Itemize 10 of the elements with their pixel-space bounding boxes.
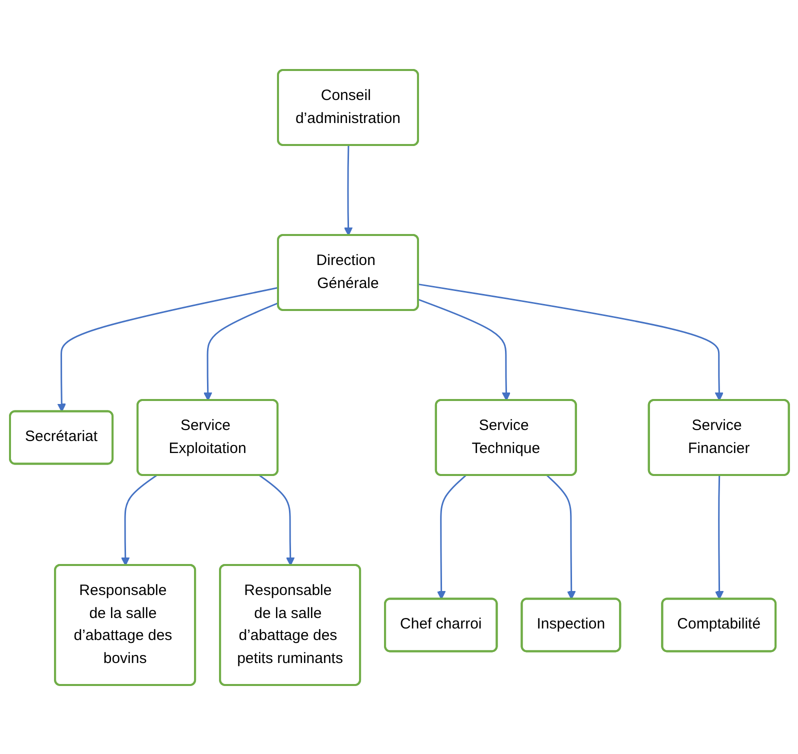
arrow bbox=[418, 283, 724, 400]
arrow bbox=[546, 474, 576, 600]
arrow bbox=[436, 474, 466, 600]
arrow bbox=[120, 474, 156, 566]
arrow bbox=[258, 474, 294, 566]
arrow bbox=[203, 302, 278, 400]
arrow bbox=[343, 144, 352, 236]
arrow bbox=[56, 286, 278, 412]
arrow bbox=[418, 298, 510, 400]
arrow bbox=[714, 474, 724, 600]
